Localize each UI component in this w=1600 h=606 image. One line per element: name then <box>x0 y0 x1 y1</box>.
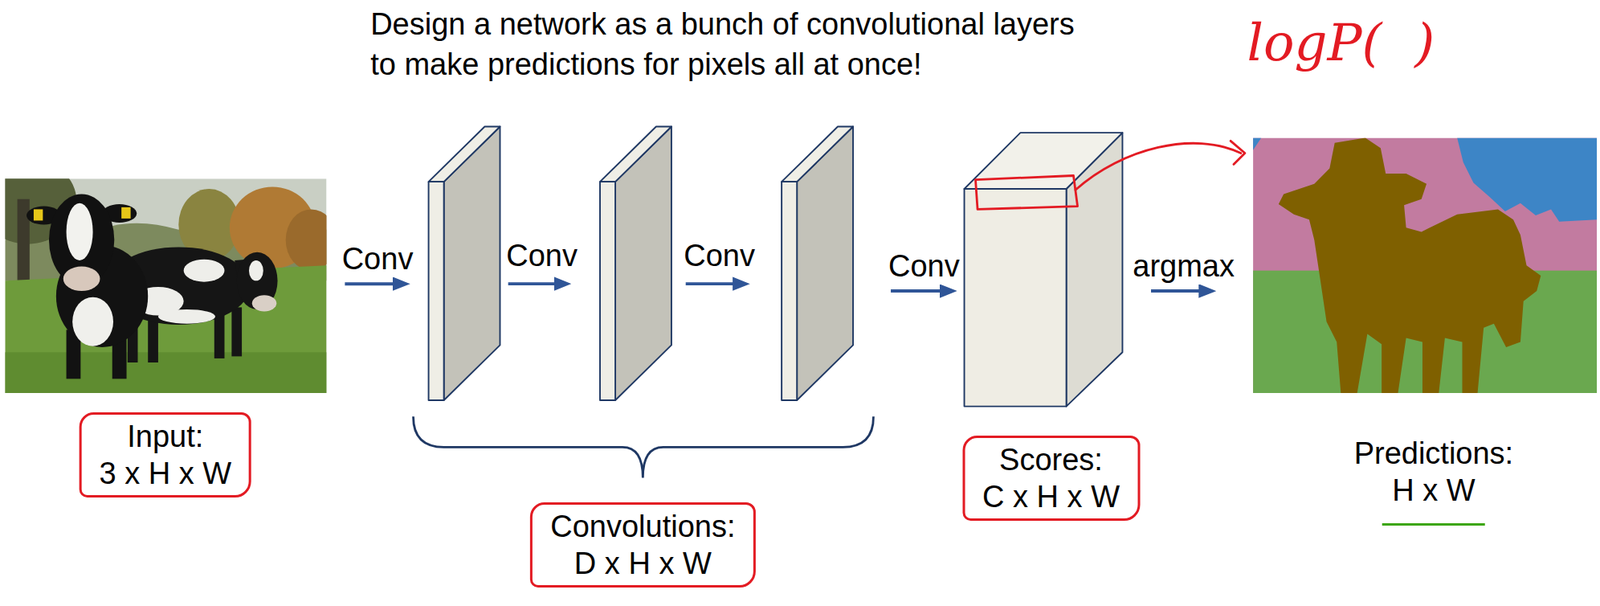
convolution-stack-node: Convolutions:D x H x W <box>410 120 891 592</box>
caption-heading: Convolutions: <box>550 507 735 545</box>
handwritten-annotation: logP( ) <box>1246 12 1435 74</box>
caption-heading: Input: <box>98 417 232 455</box>
cow-patch <box>158 309 216 324</box>
sky <box>4 178 327 393</box>
slab-top <box>428 126 501 183</box>
cow-patch <box>72 297 114 347</box>
tree-region <box>1457 138 1597 222</box>
layer-label: Conv <box>681 236 758 274</box>
field-shade <box>4 351 327 393</box>
edge-label: Conv <box>339 240 417 278</box>
flow-arrow <box>344 281 402 286</box>
circled-caption: Convolutions:D x H x W <box>530 502 756 588</box>
annotation-arrow <box>1075 142 1241 190</box>
ear-tag <box>33 208 43 221</box>
caption-heading: Predictions: <box>1354 434 1515 472</box>
ear-tag <box>121 207 131 219</box>
caption-heading: Scores: <box>982 440 1120 478</box>
scores-volume-node: Scores:C x H x W <box>957 126 1152 556</box>
cow-blaze <box>66 203 94 261</box>
highlight-rectangle <box>975 175 1078 210</box>
curly-bracket <box>413 416 874 478</box>
slab-top <box>600 126 672 183</box>
flow-arrow <box>890 289 950 293</box>
flow-arrow <box>1151 289 1209 293</box>
edge-label: argmax <box>1130 247 1237 285</box>
slab-top <box>781 126 854 183</box>
prediction-map-node: Predictions:H x W <box>1216 132 1598 541</box>
slab-front <box>428 181 445 400</box>
slab-front <box>781 181 797 400</box>
segmentation-map <box>1253 138 1597 394</box>
layer-label: Conv <box>503 236 580 274</box>
connectors <box>344 283 1209 291</box>
circled-caption: Input:3 x H x W <box>78 412 252 498</box>
tree-region <box>1253 138 1262 151</box>
conv-arrow <box>685 281 743 286</box>
scores-volume <box>964 132 1123 406</box>
conv-arrow <box>508 281 564 286</box>
autumn-tree <box>285 208 327 270</box>
diagram-title: Design a network as a bunch of convoluti… <box>370 4 1086 85</box>
shape-label: H x W <box>1382 471 1485 526</box>
input-image-node: Input:3 x H x W <box>4 175 345 543</box>
circled-caption: Scores:C x H x W <box>962 435 1140 521</box>
cow-blaze <box>248 260 264 281</box>
illustration-group <box>0 126 1597 478</box>
cow-region <box>1278 138 1541 394</box>
cow-leg <box>231 306 242 356</box>
caption: Predictions:H x W <box>1354 434 1515 526</box>
cow-muzzle <box>63 266 101 291</box>
annotation-arrowhead <box>1230 140 1245 164</box>
feature-slabs <box>428 126 854 400</box>
volume-top <box>964 132 1123 189</box>
slab-front <box>600 181 616 400</box>
edge-label: Conv <box>885 247 963 285</box>
cow-photo <box>4 178 327 393</box>
cow-muzzle <box>252 294 277 311</box>
shape-label: 3 x H x W <box>98 454 232 492</box>
volume-front <box>964 188 1067 407</box>
shape-label: C x H x W <box>982 477 1120 515</box>
cow-patch <box>183 259 225 282</box>
shape-label: D x H x W <box>550 544 735 582</box>
sky-region <box>1253 138 1597 394</box>
